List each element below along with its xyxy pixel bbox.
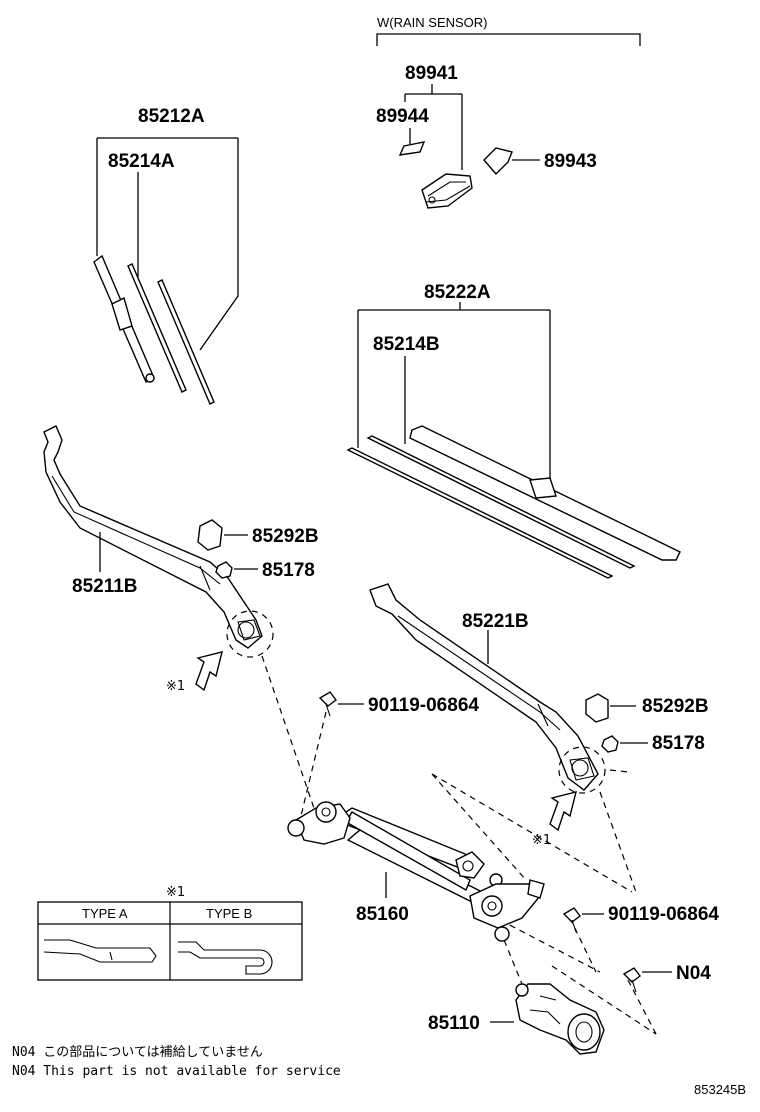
label-85292B-right[interactable]: 85292B	[642, 696, 709, 717]
n04-bolt-group: N04	[622, 963, 711, 993]
link-assembly-group: 85160	[287, 801, 545, 942]
label-85214B[interactable]: 85214B	[373, 334, 440, 355]
rain-sensor-part[interactable]	[421, 173, 473, 209]
note-japanese: N04 この部品については補給していません	[12, 1045, 263, 1060]
link-assembly-part[interactable]	[287, 801, 545, 942]
label-85110[interactable]: 85110	[428, 1013, 480, 1034]
sensor-pad-part[interactable]	[398, 141, 426, 156]
type-legend: ※1 TYPE A TYPE B	[37, 885, 303, 981]
left-blade-strip-part[interactable]	[157, 279, 215, 405]
n04-bolt-part[interactable]	[622, 967, 641, 993]
note-english: N04 This part is not available for servi…	[12, 1064, 341, 1079]
ref-mark-left: ※1	[166, 679, 185, 694]
left-blade-rubber-part[interactable]	[127, 263, 187, 393]
label-N04[interactable]: N04	[676, 963, 711, 984]
left-blade-group: 85212A 85214A	[93, 106, 239, 405]
label-89941[interactable]: 89941	[405, 63, 458, 84]
left-nut-part[interactable]	[215, 561, 233, 579]
diagram-code: 853245B	[694, 1082, 746, 1097]
label-85222A[interactable]: 85222A	[424, 282, 491, 303]
motor-part[interactable]	[515, 983, 605, 1055]
legend-type-a-label: TYPE A	[82, 906, 128, 921]
sensor-cover-part[interactable]	[483, 147, 513, 176]
right-arm-detail-circle	[558, 746, 606, 794]
left-arm-group: 85211B 85292B 85178 ※1	[43, 425, 319, 694]
label-85214A[interactable]: 85214A	[108, 151, 175, 172]
label-85178-right[interactable]: 85178	[652, 733, 705, 754]
upper-bolt-group: 90119-06864	[318, 691, 479, 717]
left-arm-part[interactable]	[43, 425, 263, 649]
label-85292B-left[interactable]: 85292B	[252, 526, 319, 547]
label-85212A[interactable]: 85212A	[138, 106, 205, 127]
label-90119-06864-lower[interactable]: 90119-06864	[608, 904, 719, 925]
ref-mark-right: ※1	[532, 833, 551, 848]
left-arm-detail-circle	[226, 610, 274, 658]
right-cap-part[interactable]	[585, 693, 609, 723]
type-b-hook-drawing	[178, 941, 273, 975]
upper-bolt-part[interactable]	[318, 691, 337, 717]
right-view-arrow	[549, 791, 577, 832]
type-a-hook-drawing	[43, 939, 157, 963]
label-85211B[interactable]: 85211B	[72, 576, 138, 597]
right-blade-rubber-part[interactable]	[366, 435, 636, 569]
motor-group: 85110	[428, 983, 605, 1055]
left-blade-part[interactable]	[93, 254, 155, 383]
right-blade-part[interactable]	[409, 425, 681, 561]
variant-label: W(RAIN SENSOR)	[377, 15, 488, 30]
label-85221B[interactable]: 85221B	[462, 611, 529, 632]
label-89943[interactable]: 89943	[544, 151, 597, 172]
lower-bolt-part[interactable]	[562, 907, 581, 933]
right-nut-part[interactable]	[601, 735, 619, 753]
right-blade-strip-part[interactable]	[346, 447, 614, 579]
right-arm-part[interactable]	[369, 583, 599, 791]
dashed-guides	[261, 655, 657, 1035]
lower-bolt-group: 90119-06864	[562, 904, 719, 933]
left-view-arrow	[195, 651, 223, 692]
rain-sensor-group: W(RAIN SENSOR) 89941 89944 89943	[376, 15, 641, 209]
label-85160[interactable]: 85160	[356, 904, 409, 925]
label-85178-left[interactable]: 85178	[262, 560, 315, 581]
right-arm-group: 85221B 85292B 85178 ※1	[369, 583, 709, 848]
right-blade-group: 85222A 85214B	[346, 282, 681, 579]
label-90119-06864-upper[interactable]: 90119-06864	[368, 695, 479, 716]
legend-type-b-label: TYPE B	[206, 906, 252, 921]
label-89944[interactable]: 89944	[376, 106, 429, 127]
left-cap-part[interactable]	[197, 519, 223, 551]
legend-ref-mark: ※1	[166, 885, 185, 900]
